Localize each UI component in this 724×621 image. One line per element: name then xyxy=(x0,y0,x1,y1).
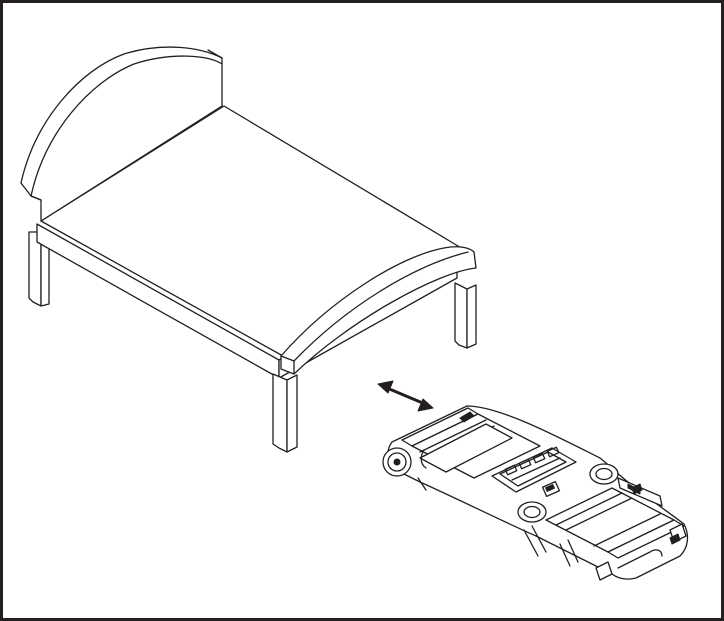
treadmill-safety-key xyxy=(541,480,561,498)
treadmill-rear-foot-bar xyxy=(617,549,663,569)
treadmill-cup-holder-right xyxy=(589,463,619,485)
treadmill-front-roller-cap xyxy=(382,447,412,477)
bed xyxy=(20,46,477,453)
treadmill-console xyxy=(491,446,577,493)
treadmill-motor-hood xyxy=(419,423,513,473)
bed-leg-front-right xyxy=(454,282,477,349)
bed-leg-front-left xyxy=(272,373,298,453)
treadmill-edge-details xyxy=(459,411,681,545)
treadmill xyxy=(382,405,689,581)
bed-headboard xyxy=(20,46,223,222)
treadmill-support-legs xyxy=(417,477,579,567)
slide-direction-arrow xyxy=(377,380,434,412)
treadmill-cup-holder-left xyxy=(517,501,547,523)
bed-footboard xyxy=(280,246,477,375)
treadmill-side-rail-right xyxy=(607,519,685,559)
